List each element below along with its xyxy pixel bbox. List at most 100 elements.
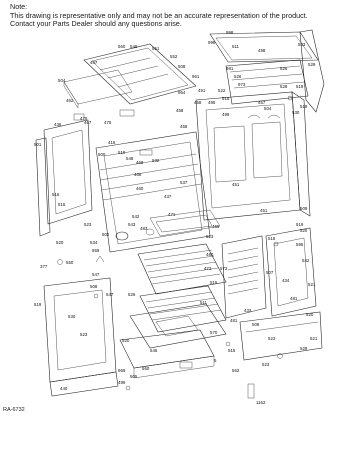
part-label: 5 [214,358,217,363]
part-label: 462 [66,98,74,103]
part-label: 434 [282,278,290,283]
part-label: 504 [264,106,272,111]
part-label: 451 [232,182,240,187]
part-label: 511 [200,300,208,305]
reference-number: RA-6732 [3,407,25,413]
part-label: 471 [168,212,176,217]
kick-panel [239,311,323,361]
part-label: 481 [230,318,238,323]
part-label: 559 [92,248,100,253]
note-heading: Note: [10,2,28,11]
part-label: 437 [164,194,172,199]
part-label: 416 [108,140,116,145]
part-label: 465 [212,224,220,229]
part-label: 595 [296,242,304,247]
bake-pan [129,303,227,349]
part-label: 475 [80,116,88,121]
part-label: 508 [90,284,98,289]
part-label: 528 [280,84,288,89]
part-label: 495 [208,100,216,105]
part-label: 523 [80,332,88,337]
part-label: 518 [268,236,276,241]
part-label: 548 [126,156,134,161]
part-label: 457 [258,100,266,105]
part-label: 530 [292,110,300,115]
part-label: 562 [232,368,240,373]
part-label: 481 [290,296,298,301]
part-label: 523 [268,336,276,341]
part-label: 520 [122,338,130,343]
part-label: 533 [298,42,306,47]
part-label: 529 [300,346,308,351]
side-panel-right [221,227,317,319]
storage-drawer [119,329,215,379]
part-label: 534 [90,240,98,245]
part-label: 515 [228,348,236,353]
part-label: 458 [180,124,188,129]
part-label: 440 [60,386,68,391]
part-label: 499 [118,380,126,385]
part-label: 483 [140,226,148,231]
part-label: 499 [222,112,230,117]
part-label: 516 [52,192,60,197]
part-label: 1162 [256,400,266,405]
part-label: 501 [34,142,42,147]
part-label: 520 [306,312,314,317]
part-label: 523 [262,362,270,367]
part-label: 570 [210,330,218,335]
oven-rack-lower [139,285,227,333]
oven-door-frame [43,277,119,397]
part-label: 526 [234,74,242,79]
part-label: 530 [68,314,76,319]
broil-element [149,209,221,237]
part-label: 547 [106,292,114,297]
part-label: 521 [310,336,318,341]
part-label: 518 [222,96,230,101]
part-label: 520 [56,240,64,245]
part-label: 521 [308,282,316,287]
part-label: 973 [238,82,246,87]
part-label: 497 [90,60,98,65]
part-label: 510 [118,150,126,155]
part-label: 543 [128,222,136,227]
part-label: 511 [232,44,240,49]
part-label: 433 [244,308,252,313]
part-label: 458 [194,100,202,105]
part-label: 526 [128,292,136,297]
part-label: 998 [226,30,234,35]
part-label: 458 [176,108,184,113]
part-label: 999 [208,40,216,45]
part-label: 532 [152,158,160,163]
oven-rack-upper [137,243,227,295]
part-label: 504 [58,78,66,83]
part-label: 519 [300,104,308,109]
part-label: 966 [118,368,126,373]
part-label: 548 [130,44,138,49]
oven-cavity [95,131,211,253]
part-label: 526 [280,66,288,71]
part-label: 491 [198,88,206,93]
part-label: 468 [136,160,144,165]
part-label: 519 [34,302,42,307]
part-label: 515 [210,280,218,285]
part-label: 560 [142,366,150,371]
side-panel-left [35,119,93,237]
part-label: 468 [134,172,142,177]
part-label: 547 [92,272,100,277]
part-label: 505 [130,374,138,379]
part-label: 502 [102,232,110,237]
part-label: 515 [58,202,66,207]
part-label: 552 [170,54,178,59]
part-label: 964 [178,90,186,95]
part-label: 519 [296,84,304,89]
part-label: 498 [258,48,266,53]
part-label: 475 [104,120,112,125]
part-label: 509 [300,206,308,211]
part-label: 519 [296,222,304,227]
part-label: 436 [54,122,62,127]
part-label: 537 [180,180,188,185]
part-label: 573 [220,266,228,271]
part-label: 961 [192,74,200,79]
part-label: 377 [40,264,48,269]
